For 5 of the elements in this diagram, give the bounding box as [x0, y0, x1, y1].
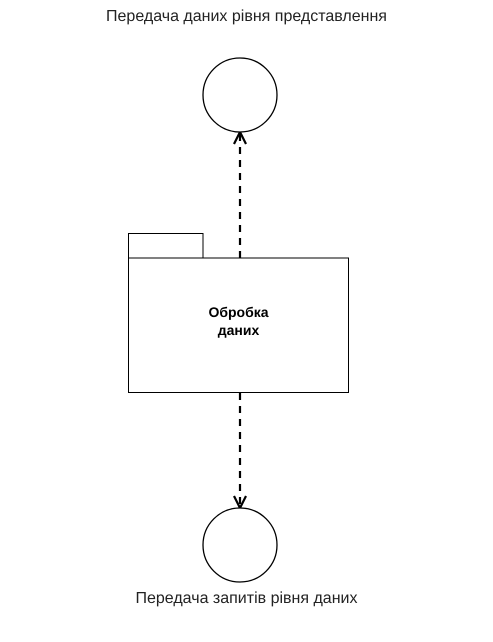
interface-label: Передача даних рівня представлення: [105, 8, 388, 26]
dashed-arrow: [232, 130, 248, 258]
interface-label: Передача запитів рівня даних: [134, 590, 358, 608]
dashed-arrow: [232, 393, 248, 510]
package-name: Обробка даних: [207, 303, 270, 339]
